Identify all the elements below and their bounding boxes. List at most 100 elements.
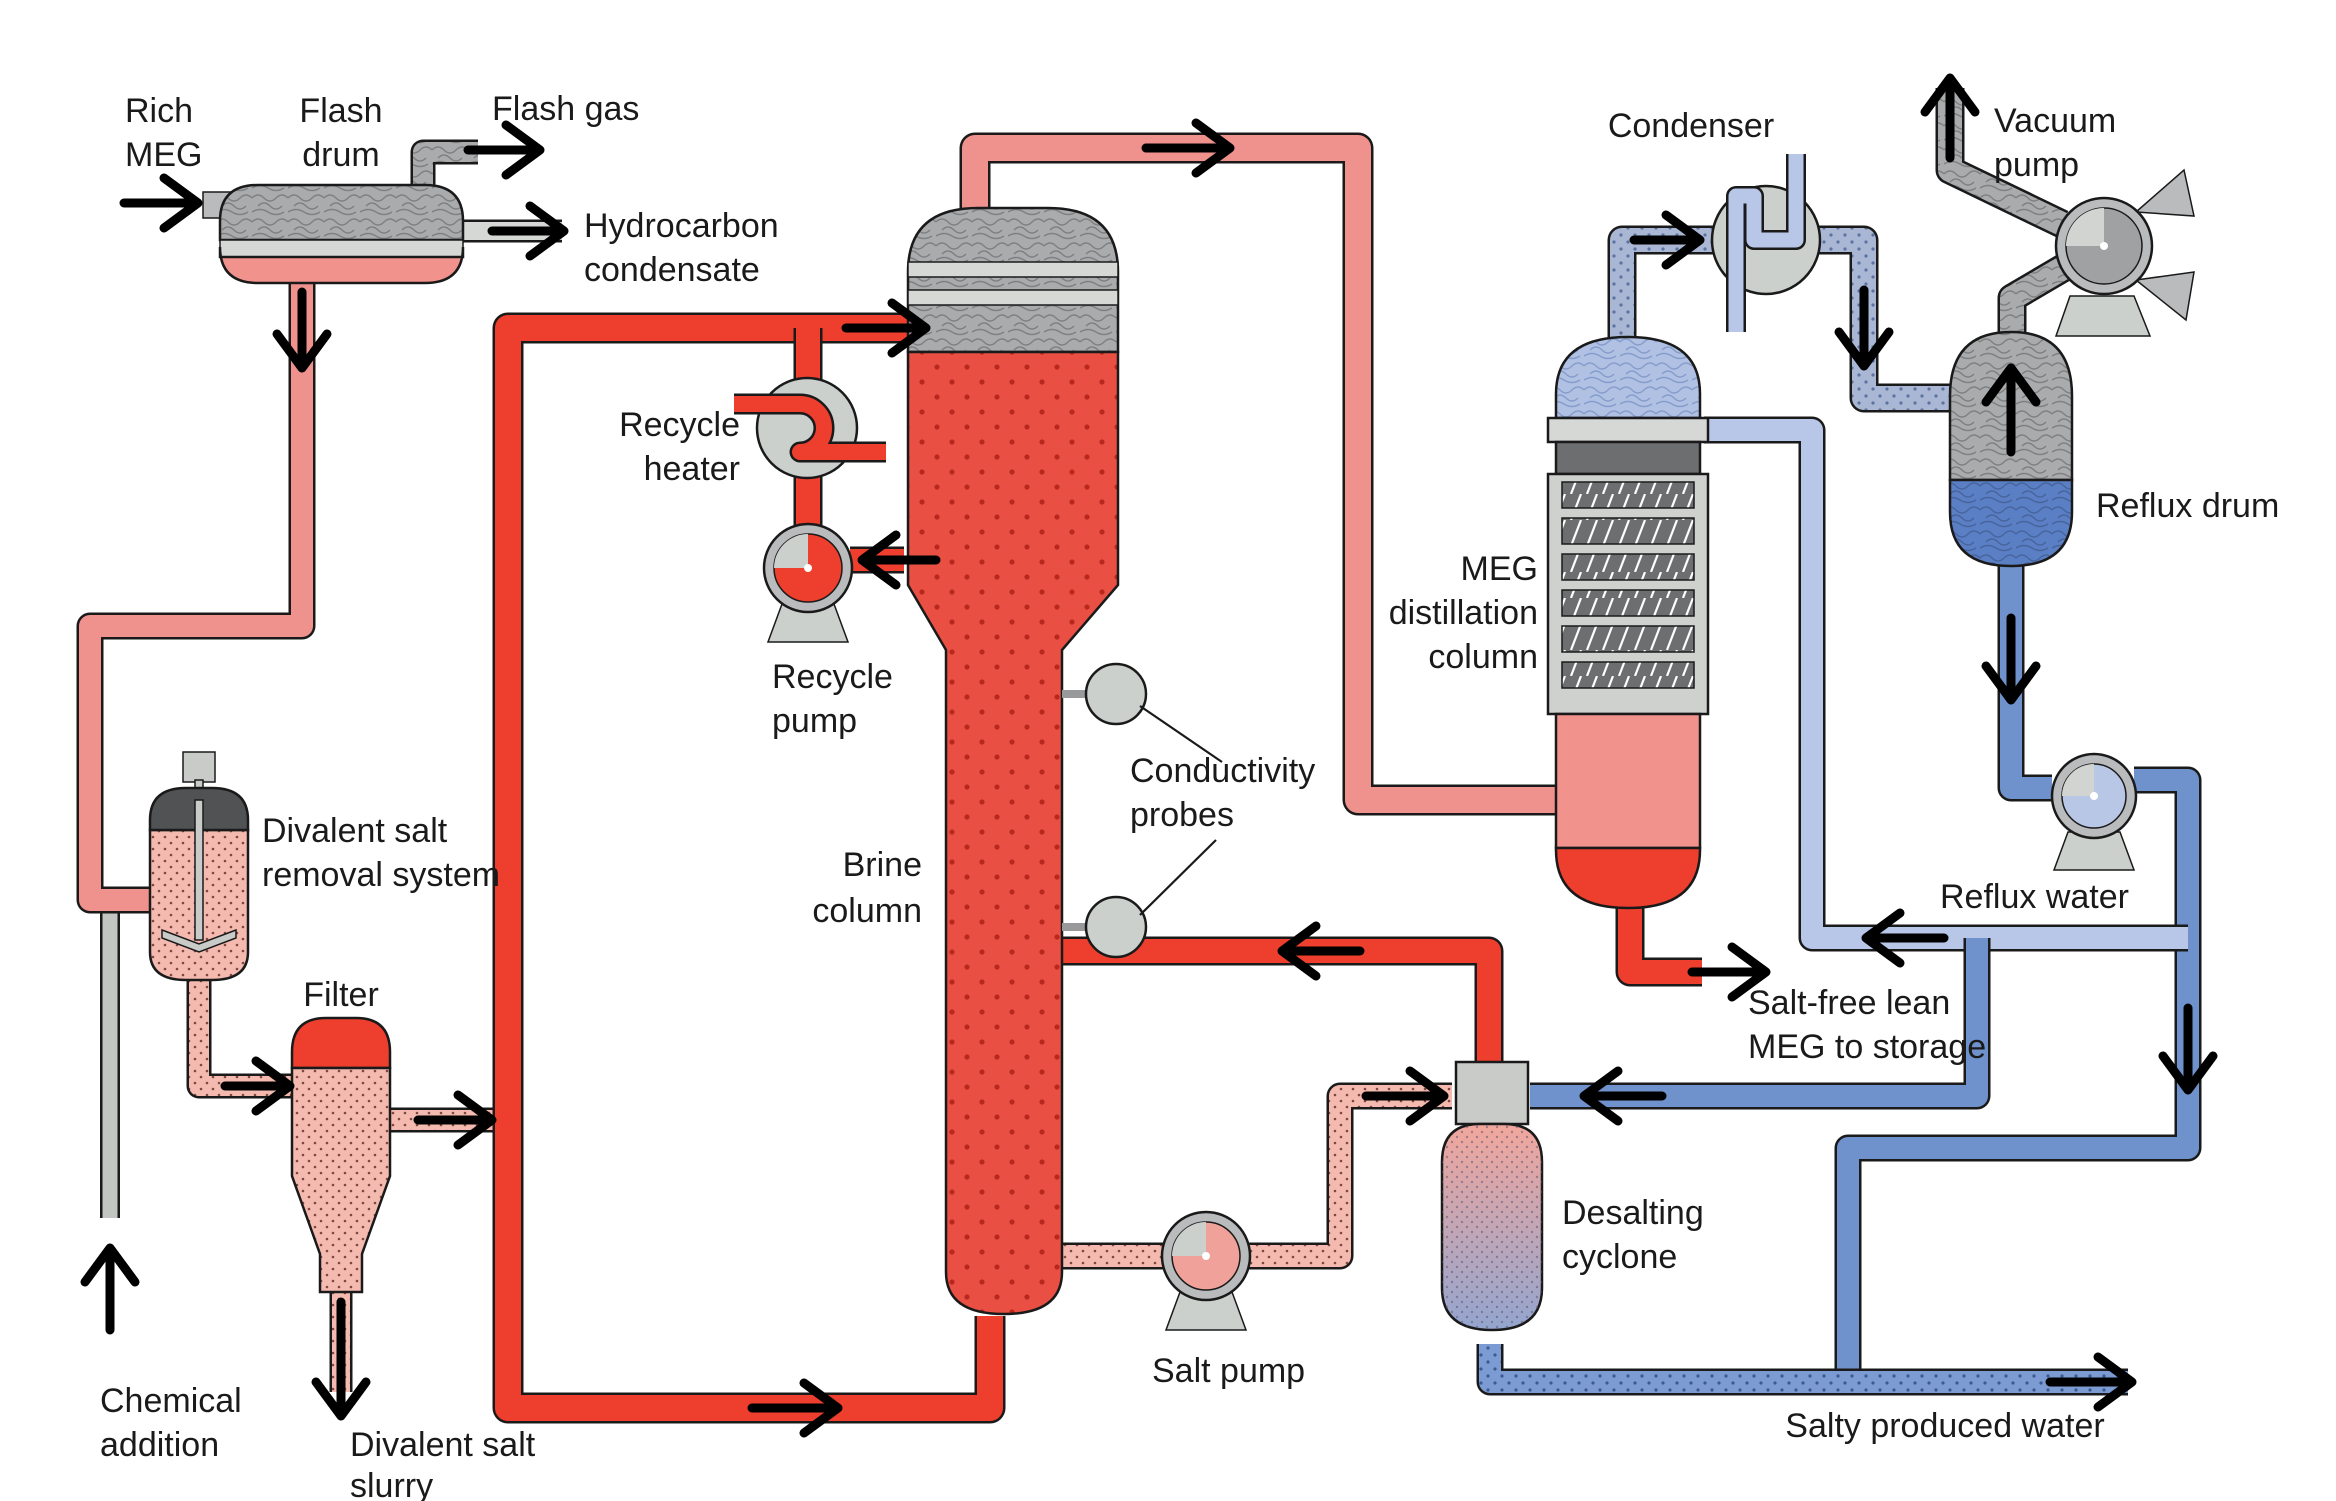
arrow-drum-bottoms-down [272,287,332,373]
pipe-fill [1479,1344,2128,1393]
recycle-heater-shell-icon [755,376,859,480]
pipe-outline [1816,225,1954,413]
flash-drum-liquid-section [218,246,465,285]
salt-pump-wedge [1172,1222,1206,1256]
tray-5 [1561,625,1695,653]
arrow-slurry-down [311,1297,371,1421]
label-salt-free-meg-2: MEG to storage [1748,1028,1986,1066]
meg-column-dark-band [1554,440,1702,476]
meg-distillation-column [1546,335,1710,910]
arrow-condensate-down [1834,285,1894,371]
pipe-flash-gas-outlet [410,139,478,196]
label-salty-produced-water: Salty produced water [1785,1407,2104,1445]
pipe-fill [1058,939,1501,1070]
flow-arrows [80,73,2218,1438]
labels: Rich MEG Flash drum Flash gas Hydrocarbo… [100,90,2279,1501]
arrow-brine-overhead [1141,118,1235,178]
arrow-lean-meg-out [1687,942,1771,1002]
pipe-fill [1248,1085,1452,1267]
flash-drum [202,183,465,285]
label-meg-column-2: distillation [1389,594,1538,632]
label-recycle-pump: Recycle [772,658,893,696]
label-conductivity-probes: Conductivity [1130,752,1315,790]
vacuum-pump-stand [2054,295,2152,337]
pipe-outline [1834,766,2202,1382]
label-reflux-water: Reflux water [1940,878,2129,916]
pipe-reflux-drum-to-vacuum-pump [1997,245,2088,340]
label-divalent-removal: Divalent salt [262,812,448,850]
agitator-impeller-icon [161,928,237,953]
vacuum-pump-fin-top [2134,168,2195,217]
flash-drum-vapor-section [218,183,465,242]
agitator-motor-icon [182,751,216,783]
arrow-into-cyclone-left [1361,1066,1449,1126]
pipe-cyclone-return-to-brine-column [1058,936,1504,1070]
meg-column-flange [1546,416,1710,444]
pipe-outline [1607,225,1714,352]
label-recycle-pump-2: pump [772,702,857,740]
arrow-vacuum-vent-up [1920,73,1980,163]
pipe-fill [1530,938,1988,1107]
vacuum-pump-hub [2100,242,2108,250]
label-hydrocarbon-2: condensate [584,251,760,289]
conductivity-probe-lower-icon [1084,895,1148,959]
label-recycle-heater: Recycle [619,406,740,444]
brine-column [906,206,1120,1316]
label-desalting-cyclone: Desalting [1562,1194,1704,1232]
divalent-salt-removal-vessel [148,751,250,982]
brine-column-top [906,206,1120,354]
meg-column-bottom [1554,846,1702,910]
label-condenser: Condenser [1608,107,1774,145]
pipe-flash-drum-bottoms [76,280,316,914]
filter-body [290,1066,392,1294]
pipe-fill [79,280,313,911]
cyclone-cap [1454,1060,1530,1126]
arrow-chemical-addition-up [80,1243,140,1335]
label-conductivity-probes-2: probes [1130,796,1234,834]
label-filter: Filter [303,976,379,1014]
label-meg-column-3: column [1428,638,1538,676]
label-vacuum-pump-2: pump [1994,146,2079,184]
pipe-salty-produced-water [1476,1344,2128,1396]
arrow-reflux-water-left [1861,908,1949,968]
label-flash-drum-2: drum [302,136,379,174]
flash-drum-interface-band [219,239,464,258]
conductivity-probe-upper-icon [1084,662,1148,726]
reflux-drum-liquid-section [1948,478,2074,568]
label-rich-meg-2: MEG [125,136,202,174]
pipe-brine-overhead-to-meg-column [959,132,1560,816]
pipe-outline [1058,936,1504,1070]
meg-column-liquid-section [1554,712,1702,850]
filter-vessel [290,1016,392,1294]
recycle-pump-wedge [774,534,808,568]
meg-column-dome [1554,335,1702,420]
label-brine-column: Brine [843,846,922,884]
label-hydrocarbon: Hydrocarbon [584,207,779,245]
vacuum-pump-wedge [2066,208,2104,246]
label-recycle-heater-2: heater [644,450,740,488]
arrow-water-down [2158,1003,2218,1095]
arrow-salty-water-out [2045,1352,2137,1412]
pipe-fill [413,142,478,196]
desalting-cyclone [1440,1060,1544,1332]
label-salt-pump: Salt pump [1152,1352,1305,1390]
recycle-pump-hub [804,564,812,572]
label-reflux-drum: Reflux drum [2096,487,2279,525]
reflux-pump [2050,752,2138,871]
label-desalting-cyclone-2: cyclone [1562,1238,1677,1276]
arrow-reflux-drum-down [1981,613,2041,705]
label-divalent-slurry-2: slurry [350,1467,433,1501]
label-vacuum-pump: Vacuum [1994,102,2116,140]
pipe-meg-column-vapor-to-condenser [1607,225,1714,352]
pipe-fill [1704,419,2188,949]
label-divalent-slurry: Divalent salt [350,1426,536,1464]
pipe-reflux-water-return [1704,416,2188,952]
tray-1 [1561,481,1695,509]
arrow-reflux-drum-up [1981,363,2041,457]
salt-pump-hub [1202,1252,1210,1260]
pipe-lean-meg-outlet [1615,903,1702,987]
probe-pointer-lower [1139,839,1217,916]
brine-column-band-2 [907,289,1119,306]
